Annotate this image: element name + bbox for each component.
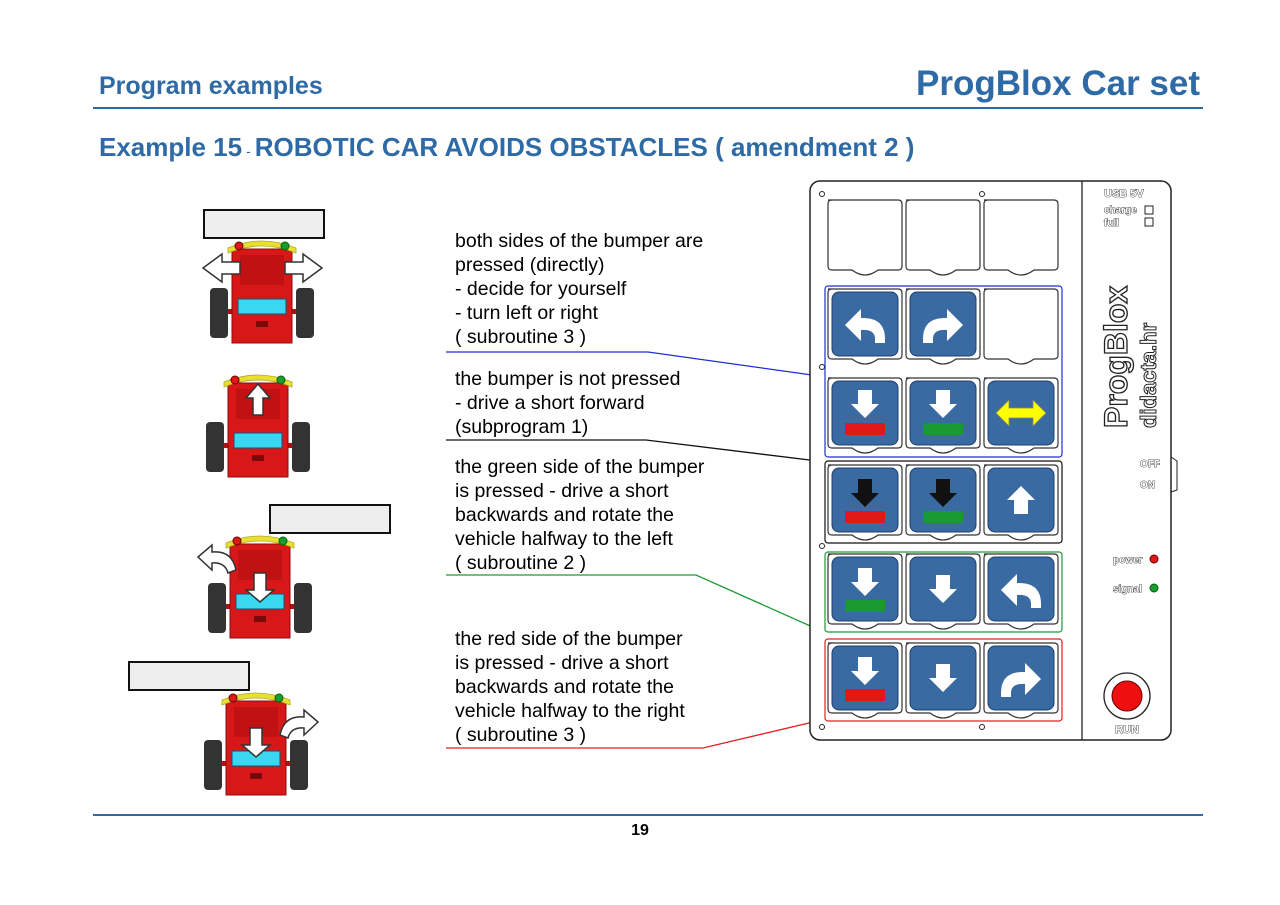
description-green-side: the green side of the bumper is pressed … <box>455 456 705 574</box>
connector-line-black <box>446 439 827 463</box>
charge-indicator <box>1144 205 1154 215</box>
tile-backward <box>905 642 981 719</box>
progblox-board: USB 5V charge full ProgBlox didacta.hr O… <box>809 180 1178 741</box>
group-frame-black <box>824 460 1063 544</box>
car-not-pressed <box>205 374 311 478</box>
power-led <box>1149 554 1159 564</box>
obstacle-block <box>128 661 250 691</box>
tile-turn-left <box>983 553 1059 630</box>
full-indicator <box>1144 217 1154 227</box>
tile-forward <box>983 464 1059 541</box>
example-heading: Example 15-ROBOTIC CAR AVOIDS OBSTACLES … <box>99 132 914 163</box>
arrow-turn-left-icon <box>196 543 237 574</box>
description-red-side: the red side of the bumper is pressed - … <box>455 628 685 746</box>
tile-empty <box>983 199 1059 276</box>
product-title: ProgBlox Car set <box>916 64 1200 103</box>
signal-label: signal <box>1113 584 1142 595</box>
obstacle-block <box>269 504 391 534</box>
tile-turn-left <box>827 288 903 365</box>
double-arrow-icon <box>995 399 1047 427</box>
header-rule <box>93 107 1203 109</box>
power-switch[interactable] <box>1170 456 1178 493</box>
group-frame-green <box>824 551 1063 633</box>
tile-turn-right <box>905 288 981 365</box>
off-label: OFF <box>1140 459 1160 470</box>
group-frame-red <box>824 638 1063 722</box>
obstacle-block <box>203 209 325 239</box>
connector-line-blue <box>446 351 827 378</box>
example-separator: - <box>246 143 251 159</box>
on-label: ON <box>1140 480 1155 491</box>
car-green-side <box>196 504 391 639</box>
arrow-forward-icon <box>244 382 272 416</box>
tile-empty <box>983 288 1059 365</box>
full-label: full <box>1104 218 1119 229</box>
tile-call-green <box>827 553 903 630</box>
marker-red <box>845 423 885 435</box>
usb-label: USB 5V <box>1104 188 1144 200</box>
arrow-left-icon <box>201 252 241 284</box>
description-not-pressed: the bumper is not pressed - drive a shor… <box>455 368 681 438</box>
arrow-turn-right-icon <box>279 708 320 739</box>
tile-subroutine-red <box>827 377 903 454</box>
tile-backward <box>905 553 981 630</box>
marker-green <box>923 511 963 523</box>
arrow-right-icon <box>284 252 324 284</box>
page-number: 19 <box>631 822 649 839</box>
connector-line-red <box>446 718 827 749</box>
tile-backward-red <box>827 464 903 541</box>
example-number: Example 15 <box>99 132 243 162</box>
signal-led <box>1149 583 1159 593</box>
tile-backward-green <box>905 464 981 541</box>
website-label: didacta.hr <box>1136 322 1161 428</box>
arrow-backward-icon <box>239 727 273 758</box>
marker-red <box>845 511 885 523</box>
example-title: ROBOTIC CAR AVOIDS OBSTACLES ( amendment… <box>254 132 915 162</box>
tile-empty <box>827 199 903 276</box>
marker-green <box>845 600 885 612</box>
connector-line-green <box>446 574 827 634</box>
tile-empty <box>905 199 981 276</box>
tile-turn-right <box>983 642 1059 719</box>
charge-label: charge <box>1104 205 1137 216</box>
tile-subroutine-green <box>905 377 981 454</box>
car-both-sides <box>201 209 325 344</box>
description-both-sides: both sides of the bumper are pressed (di… <box>455 230 704 348</box>
section-title: Program examples <box>99 72 323 100</box>
tile-call-red <box>827 642 903 719</box>
power-label: power <box>1113 555 1143 566</box>
run-label: RUN <box>1115 724 1139 736</box>
footer-rule <box>93 814 1203 816</box>
tile-bumper-condition <box>983 377 1059 454</box>
car-red-side <box>128 661 320 796</box>
brand-label: ProgBlox <box>1098 286 1134 428</box>
group-frame-blue <box>824 285 1063 458</box>
arrow-backward-icon <box>243 572 277 603</box>
run-button[interactable] <box>1103 672 1151 720</box>
marker-red <box>845 689 885 701</box>
marker-green <box>923 423 963 435</box>
